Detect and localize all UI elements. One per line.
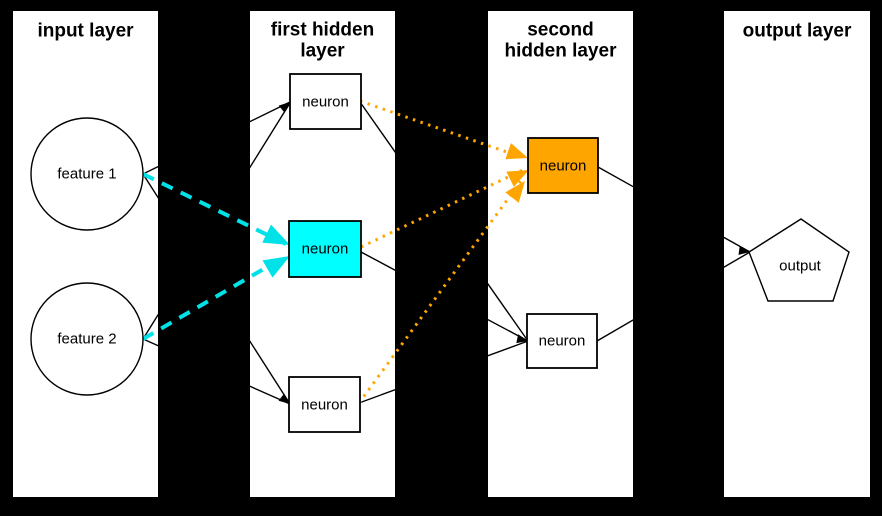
arrowhead-orange-top bbox=[505, 143, 528, 160]
arrowhead-hidden2bottom bbox=[516, 334, 528, 344]
node-hidden2-neuron-top bbox=[527, 137, 599, 194]
panel-title-second-hidden-line2: hidden layer bbox=[504, 40, 617, 61]
label-hidden1-neuron-middle: neuron bbox=[301, 240, 349, 258]
panel-second-hidden-layer bbox=[488, 11, 633, 497]
label-hidden2-neuron-top: neuron bbox=[539, 157, 587, 174]
node-output-node bbox=[748, 218, 850, 302]
node-hidden1-neuron-top bbox=[289, 73, 362, 130]
panel-title-first-hidden-line2: layer bbox=[300, 40, 345, 61]
label-output-node: output bbox=[779, 257, 821, 275]
edge-feature1-to-hidden1middle bbox=[142, 172, 287, 246]
arrowhead-orange-bottom bbox=[505, 181, 525, 203]
edge-hidden1bottom-to-hidden2bottom bbox=[358, 340, 529, 404]
label-hidden1-neuron-bottom: neuron bbox=[301, 396, 348, 413]
edge-feature1-to-hidden1bottom bbox=[142, 173, 291, 405]
edge-hidden1bottom-to-hidden2top bbox=[357, 180, 523, 404]
node-feature-1 bbox=[30, 117, 144, 231]
edge-feature2-to-hidden1bottom bbox=[142, 338, 291, 405]
panel-title-first-hidden-line1: first hidden bbox=[270, 19, 375, 40]
arrowhead-hidden1bottom bbox=[278, 393, 290, 404]
arrowhead-cyan-lower bbox=[262, 256, 290, 278]
edge-hidden1top-to-hidden2bottom bbox=[359, 101, 529, 342]
edge-hidden1top-to-hidden2top bbox=[359, 99, 525, 160]
label-feature-2: feature 2 bbox=[57, 330, 117, 348]
node-hidden1-neuron-middle bbox=[288, 220, 362, 278]
label-hidden2-neuron-bottom: neuron bbox=[538, 332, 586, 350]
edge-hidden2top-to-output bbox=[597, 166, 751, 253]
arrowhead-cyan-upper bbox=[262, 224, 290, 245]
arrowhead-hidden1top bbox=[278, 102, 290, 113]
label-hidden1-neuron-top: neuron bbox=[302, 93, 349, 110]
edge-feature2-to-hidden1middle bbox=[141, 254, 288, 341]
arrowhead-output bbox=[738, 246, 750, 255]
node-hidden1-neuron-bottom bbox=[288, 376, 361, 433]
label-feature-1: feature 1 bbox=[57, 165, 117, 183]
edge-feature1-to-hidden1top bbox=[142, 101, 291, 175]
arrowhead-orange-middle bbox=[506, 170, 529, 187]
panel-title-second-hidden-line1: second bbox=[527, 19, 594, 40]
panel-title-input-layer: input layer bbox=[37, 20, 134, 41]
edge-hidden1middle-to-hidden2bottom bbox=[360, 251, 529, 342]
edge-hidden2bottom-to-output bbox=[596, 251, 751, 342]
panel-title-output-layer: output layer bbox=[742, 20, 852, 41]
node-feature-2 bbox=[30, 282, 144, 396]
node-hidden2-neuron-bottom bbox=[526, 313, 598, 369]
panel-input-layer bbox=[13, 11, 158, 497]
edge-feature2-to-hidden1top bbox=[142, 102, 291, 340]
